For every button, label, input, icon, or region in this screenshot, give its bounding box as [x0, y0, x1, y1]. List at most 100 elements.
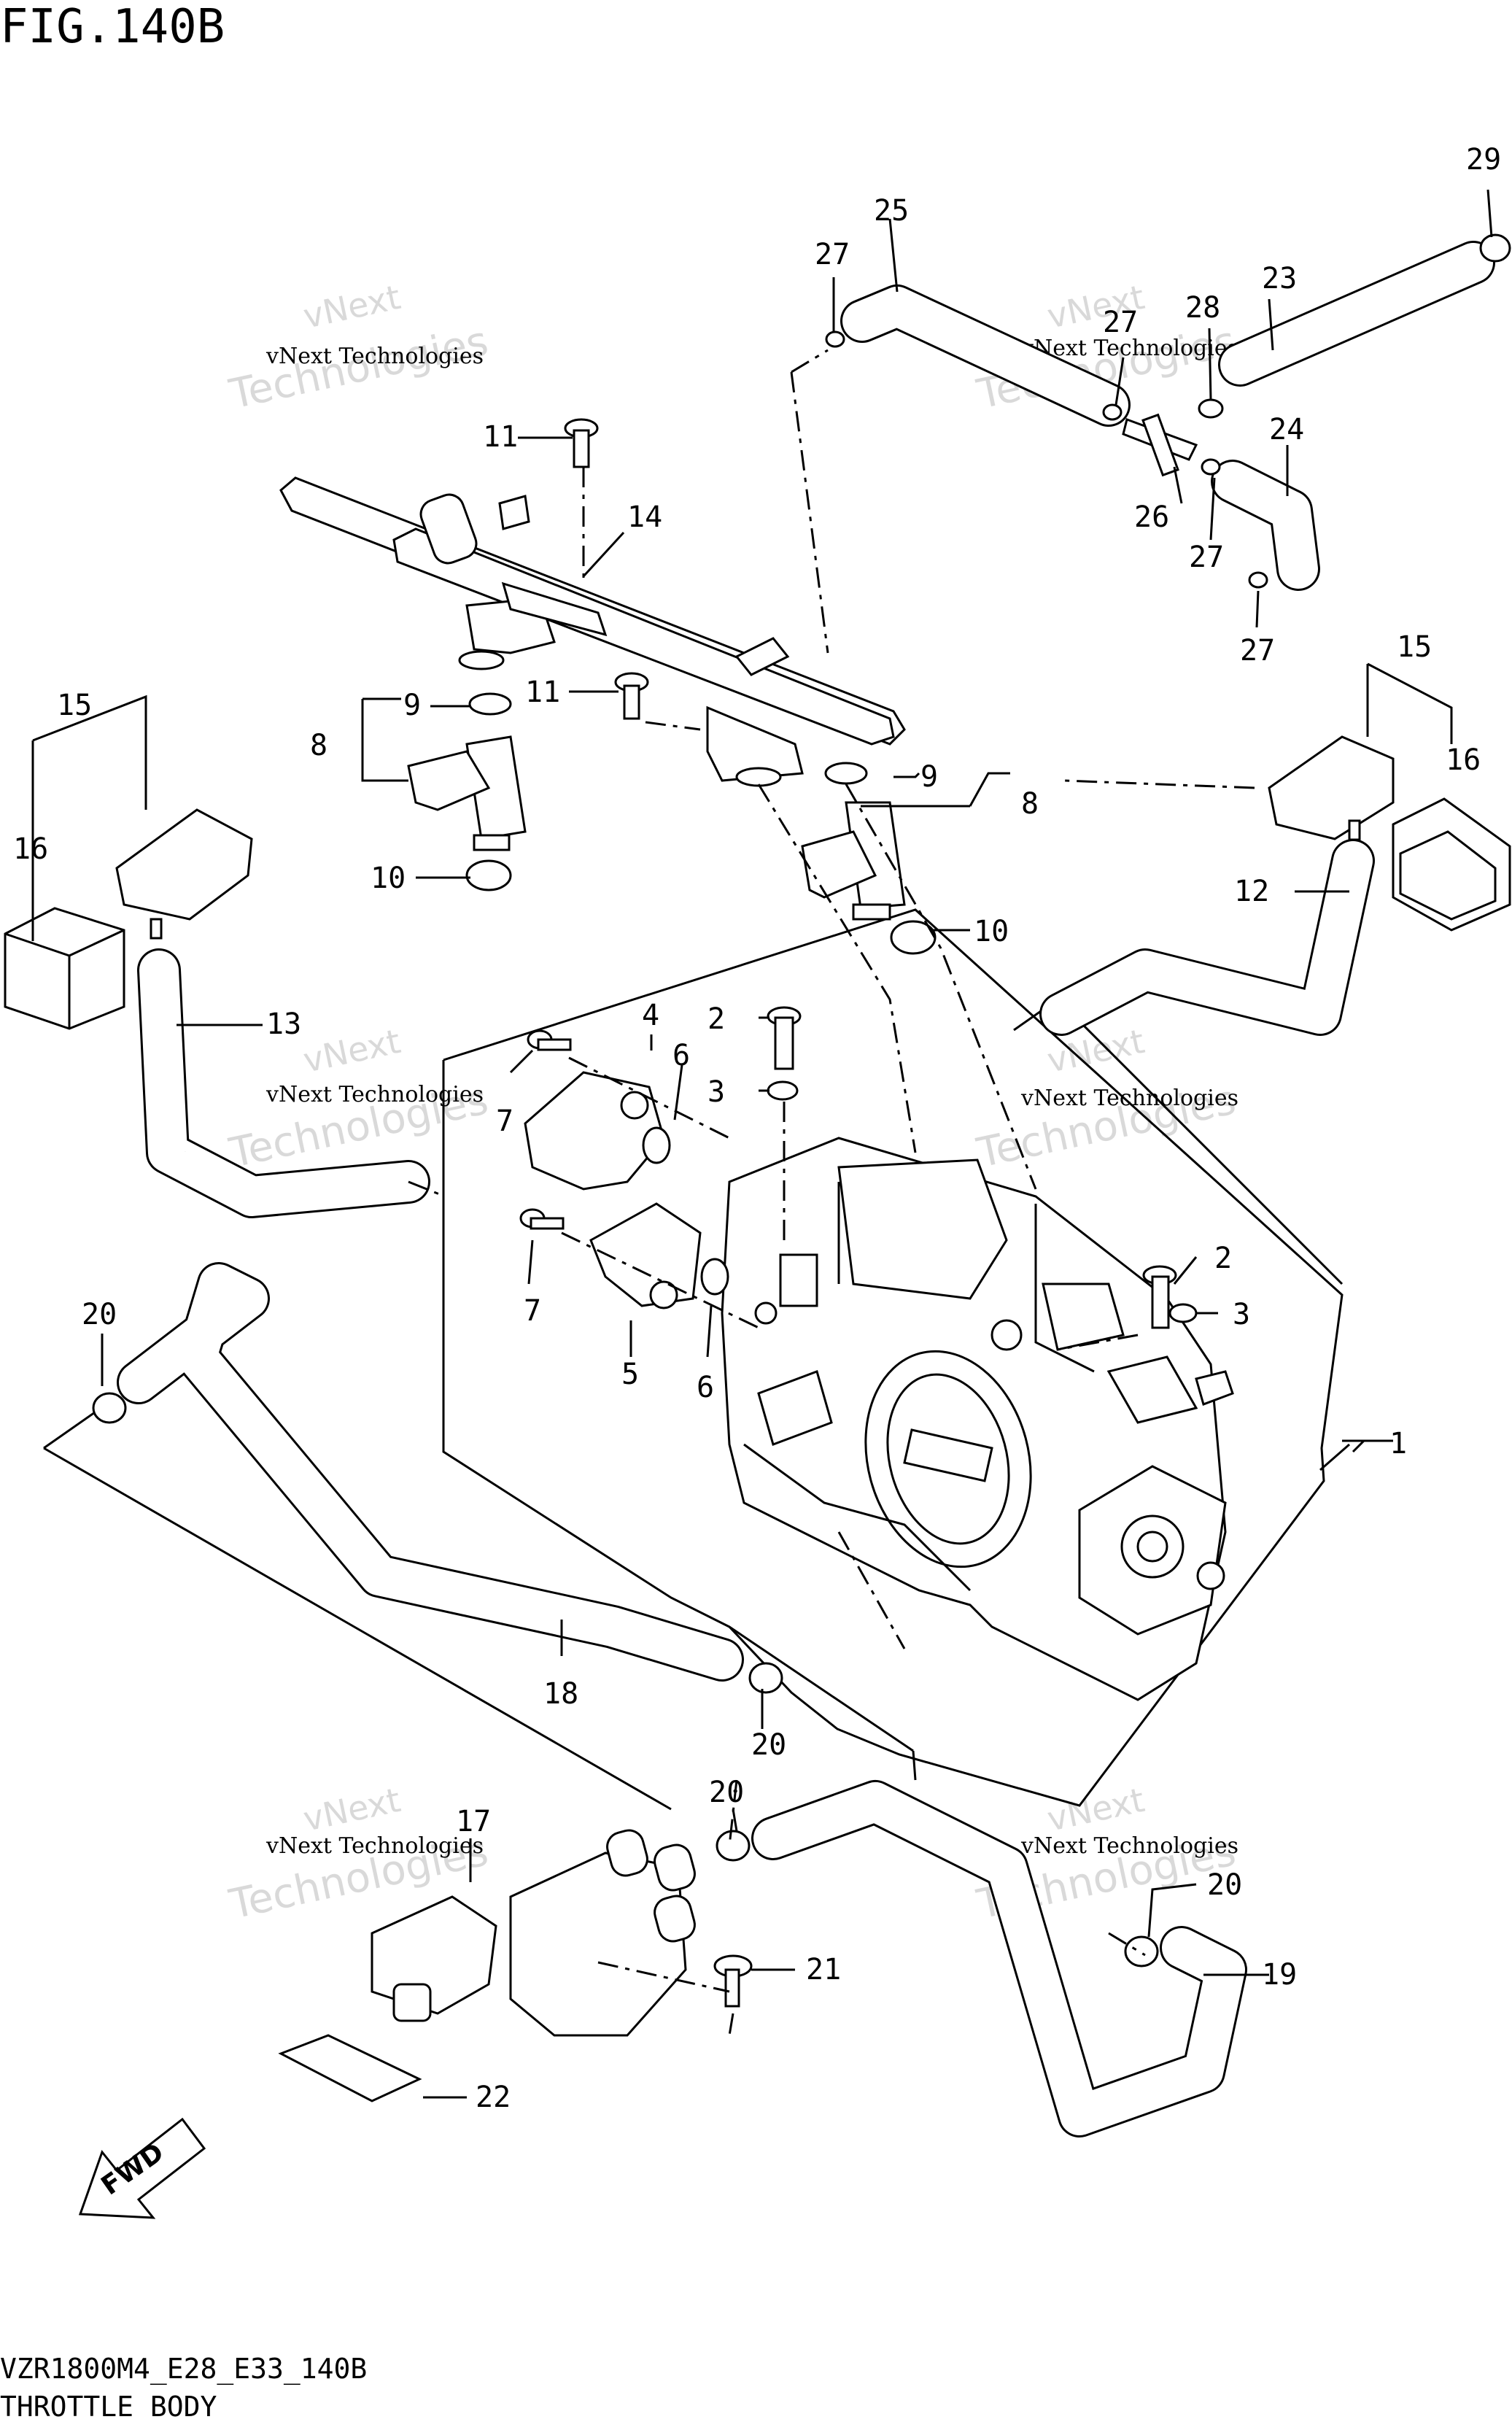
screw-7-bottom[interactable]	[519, 1208, 565, 1230]
callout-20-lower: 20	[709, 1776, 744, 1809]
o-ring-6-top[interactable]	[642, 1126, 671, 1164]
watermark-small: vNext Technologies	[265, 1082, 484, 1107]
clamp-20-left[interactable]	[92, 1392, 127, 1424]
screw-21[interactable]	[713, 1954, 753, 2008]
callout-26: 26	[1134, 500, 1169, 534]
clamp-27-d[interactable]	[1248, 571, 1268, 589]
throttle-body[interactable]	[721, 1137, 1234, 1701]
hose-25[interactable]	[840, 285, 1131, 427]
callout-28: 28	[1185, 291, 1220, 325]
callout-8-right: 8	[1021, 787, 1039, 821]
connector-15-right[interactable]	[1268, 735, 1395, 841]
o-ring-9-left[interactable]	[468, 692, 512, 716]
callout-2-right: 2	[1214, 1242, 1232, 1275]
connector-cover-16-right[interactable]	[1392, 797, 1511, 932]
callout-15-right: 15	[1397, 630, 1432, 664]
dash-line	[645, 721, 701, 731]
screw-11-mid[interactable]	[614, 672, 649, 720]
callout-3-top: 3	[707, 1075, 725, 1109]
callout-13: 13	[266, 1007, 301, 1041]
dash-line	[408, 1180, 446, 1198]
screw-2-top[interactable]	[767, 1006, 802, 1070]
clamp-20-mid[interactable]	[748, 1662, 783, 1694]
hose-12[interactable]	[1039, 839, 1375, 1036]
hose-18[interactable]	[117, 1262, 744, 1682]
figure-title: FIG.140B	[0, 0, 225, 54]
callout-20-mid: 20	[751, 1728, 786, 1762]
dash-line	[791, 349, 829, 374]
o-ring-6-bottom[interactable]	[700, 1258, 729, 1296]
hose-23[interactable]	[1218, 241, 1495, 387]
screw-7-top[interactable]	[527, 1029, 572, 1051]
callout-14: 14	[627, 500, 662, 534]
watermark-group-4: vNext Technologies vNext Technologies	[972, 1021, 1239, 1177]
watermark-small: vNext Technologies	[1020, 1833, 1238, 1859]
clamp-28[interactable]	[1198, 398, 1224, 419]
connector-15-left[interactable]	[115, 808, 253, 940]
seal-10-left[interactable]	[465, 859, 512, 891]
watermark-text: vNext	[1044, 1780, 1148, 1839]
fuel-injector-left[interactable]	[407, 735, 527, 851]
clamp-20-lower[interactable]	[716, 1830, 751, 1862]
forward-arrow-icon: FWD	[78, 2117, 206, 2219]
watermark-text: vNext	[300, 277, 404, 336]
dash-line	[845, 784, 1037, 1190]
callout-24: 24	[1269, 413, 1304, 446]
callout-2-top: 2	[707, 1002, 725, 1036]
connector-cover-16-left[interactable]	[4, 907, 125, 1030]
callout-18: 18	[543, 1677, 578, 1711]
valve-17[interactable]	[371, 1827, 698, 2037]
hose-19[interactable]	[751, 1780, 1247, 2137]
watermark-small: vNext Technologies	[1020, 1086, 1238, 1111]
pad-22[interactable]	[278, 2034, 422, 2102]
screw-2-right[interactable]	[1142, 1265, 1177, 1329]
callout-21: 21	[806, 1953, 841, 1986]
lower-frame-edge	[43, 1447, 672, 1811]
section-name: THROTTLE BODY	[0, 2391, 217, 2422]
clamp-20-right[interactable]	[1124, 1935, 1159, 1968]
callout-16-right: 16	[1446, 743, 1481, 777]
hose-24[interactable]	[1211, 460, 1320, 591]
callout-6-bottom: 6	[697, 1371, 714, 1404]
watermark-group-1: vNext Technologies vNext Technologies	[225, 277, 492, 419]
dash-line	[728, 1779, 738, 1846]
callout-7-bottom: 7	[524, 1294, 541, 1328]
callout-7-top: 7	[496, 1104, 513, 1138]
callout-15-left: 15	[57, 689, 92, 722]
dash-line	[1108, 1932, 1146, 1957]
fuel-injector-right[interactable]	[801, 801, 906, 921]
callout-12: 12	[1234, 875, 1269, 908]
callout-22: 22	[476, 2081, 511, 2114]
sensor-5[interactable]	[589, 1202, 702, 1309]
callout-8-left: 8	[310, 729, 327, 762]
clamp-29[interactable]	[1479, 233, 1511, 263]
clamp-27-c[interactable]	[1201, 458, 1221, 476]
callout-19: 19	[1262, 1958, 1297, 1992]
leader-lines	[31, 189, 1493, 2099]
callout-17: 17	[456, 1805, 491, 1838]
throttle-position-sensor-4[interactable]	[524, 1071, 665, 1191]
callout-20-right: 20	[1207, 1868, 1242, 1902]
fuel-rail[interactable]	[279, 476, 906, 787]
callout-16-left: 16	[13, 832, 48, 866]
hose-13[interactable]	[137, 948, 430, 1218]
callout-20-left: 20	[82, 1298, 117, 1331]
clamp-27-b[interactable]	[1102, 403, 1123, 421]
clamp-27-a[interactable]	[825, 330, 845, 348]
callout-27-c: 27	[1189, 541, 1224, 574]
watermark-text: vNext	[300, 1021, 404, 1080]
dash-line	[790, 371, 829, 654]
callout-27-a: 27	[815, 238, 850, 271]
callout-27-b: 27	[1103, 306, 1138, 339]
washer-3-right[interactable]	[1168, 1303, 1198, 1323]
watermark-group-3: vNext Technologies vNext Technologies	[225, 1021, 492, 1177]
dash-line	[568, 1056, 730, 1140]
washer-3-top[interactable]	[767, 1080, 799, 1101]
joint-26[interactable]	[1122, 413, 1198, 477]
o-ring-9-right[interactable]	[824, 762, 868, 785]
screw-11-top[interactable]	[564, 418, 599, 468]
callout-10-left: 10	[371, 862, 406, 895]
callout-11-top: 11	[483, 420, 518, 454]
lower-frame-edge	[729, 1625, 914, 1752]
